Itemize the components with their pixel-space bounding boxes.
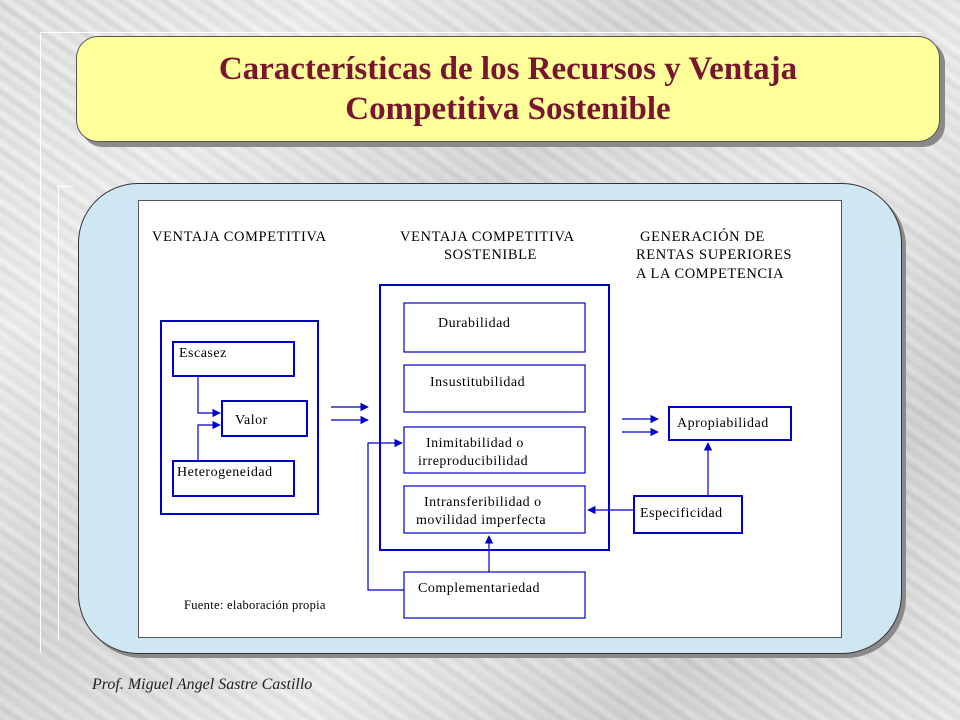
- intransferibilidad-label-2: movilidad imperfecta: [416, 513, 546, 528]
- heterogeneidad-to-valor-arrow: [197, 420, 221, 461]
- valor-box: [221, 400, 308, 437]
- intransferibilidad-label-1: Intransferibilidad o: [424, 495, 542, 510]
- apropiabilidad-box: [668, 406, 792, 441]
- complementariedad-to-inimitabilidad-arrow: [367, 438, 404, 591]
- durabilidad-box: [403, 302, 586, 353]
- header-rentas-line2: RENTAS SUPERIORES: [636, 247, 792, 263]
- complementariedad-box: [403, 571, 586, 619]
- side-bar: [58, 186, 73, 641]
- title-line-2: Competitiva Sostenible: [345, 91, 671, 127]
- title-box: Características de los Recursos y Ventaj…: [76, 36, 940, 142]
- inimitabilidad-label-2: irreproducibilidad: [418, 454, 528, 469]
- diagram-card: [138, 200, 842, 638]
- especificidad-label: Especificidad: [640, 506, 723, 521]
- complementariedad-label: Complementariedad: [418, 581, 540, 596]
- especificidad-box: [633, 495, 743, 534]
- intransferibilidad-box: [403, 485, 586, 534]
- escasez-box: [172, 341, 295, 377]
- header-rentas-line1: GENERACIÓN DE: [640, 228, 765, 245]
- ventaja-competitiva-frame: [160, 320, 319, 515]
- valor-label: Valor: [235, 413, 268, 428]
- durabilidad-label: Durabilidad: [438, 316, 510, 331]
- header-rentas-line3: A LA COMPETENCIA: [636, 266, 784, 282]
- source-note: Fuente: elaboración propia: [184, 598, 326, 612]
- escasez-label: Escasez: [179, 346, 227, 361]
- insustitubilidad-box: [403, 364, 586, 413]
- header-vcs-line1: VENTAJA COMPETITIVA: [400, 229, 575, 245]
- title-line-1: Características de los Recursos y Ventaj…: [218, 51, 798, 87]
- escasez-to-valor-arrow: [197, 376, 221, 418]
- insustitubilidad-label: Insustitubilidad: [430, 375, 525, 390]
- header-ventaja-competitiva: VENTAJA COMPETITIVA: [152, 229, 327, 245]
- heterogeneidad-box: [172, 460, 295, 497]
- footer-author: Prof. Miguel Angel Sastre Castillo: [92, 676, 313, 693]
- apropiabilidad-label: Apropiabilidad: [677, 416, 769, 431]
- inimitabilidad-box: [403, 426, 586, 474]
- inimitabilidad-label-1: Inimitabilidad o: [426, 436, 524, 451]
- header-vcs-line2: SOSTENIBLE: [444, 247, 537, 263]
- heterogeneidad-label: Heterogeneidad: [177, 465, 273, 480]
- vcs-frame: [379, 284, 610, 551]
